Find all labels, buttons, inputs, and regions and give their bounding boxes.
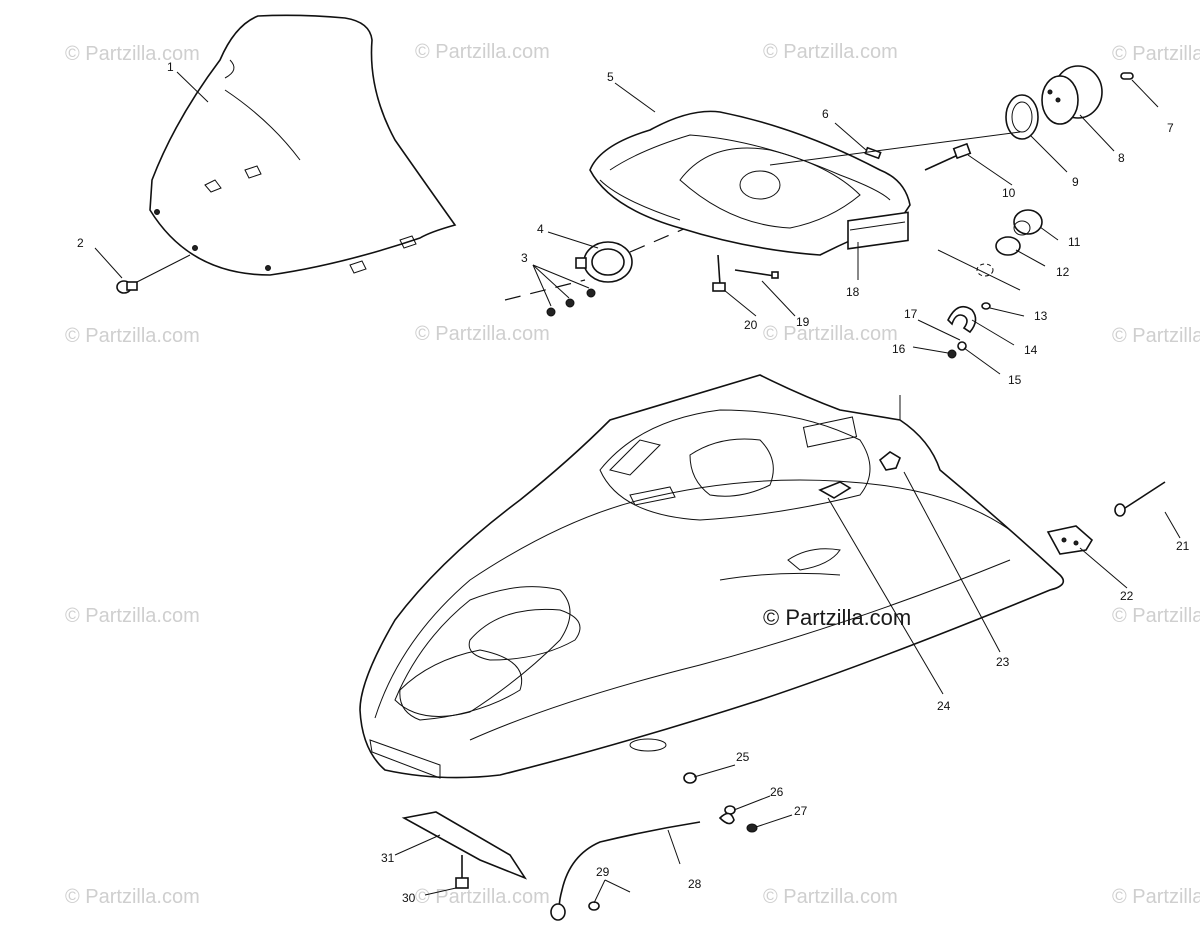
lamp-ring-part [995,236,1021,256]
watermark-grid: © Partzilla.com © Partzilla.com © Partzi… [65,41,1200,908]
latch-part [1046,481,1166,555]
windshield-part [149,14,457,276]
callout-30: 30 [402,891,416,905]
hood-part [359,374,1065,779]
center-watermark: © Partzilla.com [763,605,911,630]
watermark: © Partzilla.com [65,605,200,627]
indicator-lamp-part [1013,209,1043,236]
leader-lines [94,71,1181,904]
foam-block-part [847,211,909,250]
callout-11: 11 [1068,235,1081,249]
callout-17: 17 [904,307,918,321]
callout-25: 25 [736,750,750,764]
callout-15: 15 [1008,373,1022,387]
callout-18: 18 [846,285,860,299]
callout-5: 5 [607,70,614,84]
watermark: © Partzilla.com [65,325,200,347]
watermark: © Partzilla.com [763,323,898,345]
callout-10: 10 [1002,186,1016,200]
callout-20: 20 [744,318,758,332]
callout-26: 26 [770,785,784,799]
bulb-part [1120,72,1134,80]
gauge-part [1041,65,1103,125]
watermark: © Partzilla.com [65,886,200,908]
nuts-part [546,288,596,317]
wire-connector-part [924,142,972,171]
callout-1: 1 [167,60,174,74]
callout-8: 8 [1118,151,1125,165]
callout-7: 7 [1167,121,1174,135]
callout-14: 14 [1024,343,1038,357]
callout-labels: 1 2 3 4 5 6 7 8 9 10 11 12 13 14 15 16 1… [77,60,1190,905]
gauge-ring-part [1005,94,1039,140]
headlight-bezel-part [504,221,701,301]
callout-21: 21 [1176,539,1190,553]
callout-13: 13 [1034,309,1048,323]
watermark: © Partzilla.com [415,41,550,63]
screw-part [116,254,191,294]
cable-hardware-part [550,772,758,921]
callout-16: 16 [892,342,906,356]
callout-4: 4 [537,222,544,236]
callout-28: 28 [688,877,702,891]
watermark: © Partzilla.com [65,43,200,65]
callout-24: 24 [937,699,951,713]
callout-19: 19 [796,315,810,329]
callout-31: 31 [381,851,395,865]
watermark: © Partzilla.com [415,886,550,908]
watermark: © Partzilla.com [415,323,550,345]
bolts-part [712,254,779,292]
callout-3: 3 [521,251,528,265]
watermark: © Partzilla.com [763,886,898,908]
callout-6: 6 [822,107,829,121]
callout-27: 27 [794,804,808,818]
callout-29: 29 [596,865,610,879]
callout-12: 12 [1056,265,1070,279]
watermark: © Partzilla.com [763,41,898,63]
callout-9: 9 [1072,175,1079,189]
watermark: © Partzilla.com [1112,325,1200,347]
watermark: © Partzilla.com [1112,43,1200,65]
callout-2: 2 [77,236,84,250]
watermark: © Partzilla.com [1112,886,1200,908]
clamp-hardware-part [947,263,994,359]
callout-23: 23 [996,655,1010,669]
plate-part [401,811,528,889]
console-part [589,110,911,256]
tab-part [864,146,882,160]
callout-22: 22 [1120,589,1134,603]
watermark: © Partzilla.com [1112,605,1200,627]
